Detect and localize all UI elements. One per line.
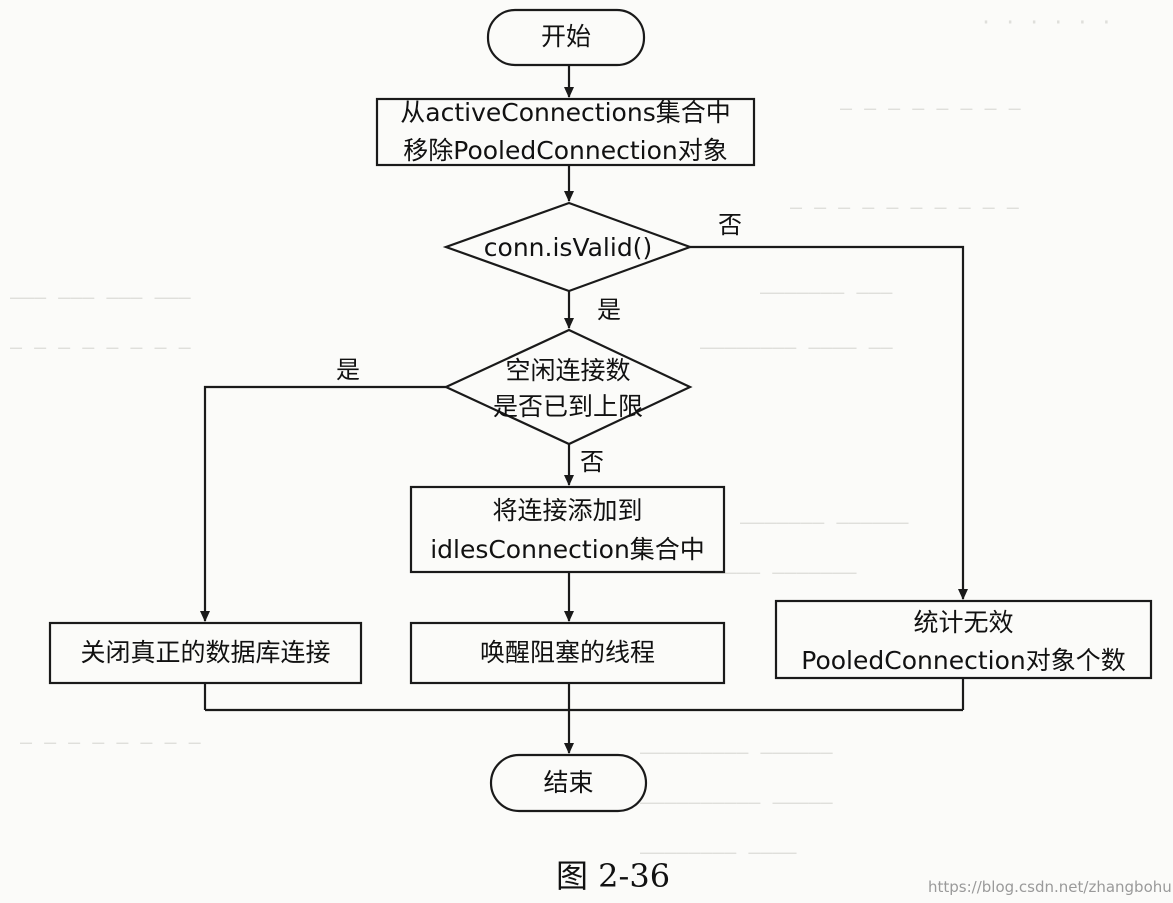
count-invalid-label-line2: PooledConnection对象个数 (801, 646, 1126, 675)
end-label: 结束 (543, 768, 594, 797)
bleed-through-text: ———————— ———— (640, 840, 797, 864)
bleed-through-text: ——————— ——— (760, 280, 893, 304)
idle-limit-label-line2: 是否已到上限 (492, 392, 643, 421)
add-idle-label-line1: 将连接添加到 (492, 496, 643, 525)
close-real-process-shape (48, 621, 363, 685)
add-idle-process-shape (409, 485, 726, 574)
wake-threads-label: 唤醒阻塞的线程 (479, 638, 655, 667)
start-terminal-shape (486, 8, 646, 67)
edge-label-valid-no: 否 (718, 211, 742, 239)
remove-active-label-line1: 从activeConnections集合中 (400, 98, 731, 127)
bleed-through-text: ————— ——————— (700, 560, 857, 584)
edge-label-valid-yes: 是 (597, 296, 621, 324)
remove-active-process-shape (375, 97, 756, 167)
bleed-through-text: — — — — — — — — (20, 730, 201, 754)
count-invalid-label-line1: 统计无效 (913, 608, 1014, 637)
source-watermark: https://blog.csdn.net/zhangbohun (928, 878, 1173, 896)
edge-valid-no (690, 245, 968, 600)
is-valid-label: conn.isValid() (483, 233, 653, 262)
edge-limit-yes (200, 385, 446, 622)
bleed-through-text: ————————— —————— (640, 740, 833, 764)
bleed-through-text: · · · · · · (980, 10, 1113, 34)
bleed-through-text: — — — — — — — — (840, 96, 1021, 120)
remove-active-label-line2: 移除PooledConnection对象 (403, 136, 728, 165)
bleed-through-text: — — — — — — — — (10, 335, 191, 359)
bleed-through-text: ———————— ———— —— (700, 335, 893, 359)
add-idle-label-line2: idlesConnection集合中 (430, 535, 705, 564)
bleed-through-text: ——— ——— ——— ——— (10, 285, 191, 309)
bleed-through-text: —————————— ————— (640, 790, 833, 814)
count-invalid-process-shape (774, 599, 1153, 680)
bleed-through-text: — — — — — — — — — — (790, 195, 1019, 219)
bleed-through-text: ——————— —————— (740, 510, 909, 534)
end-terminal-shape (489, 753, 648, 813)
edge-label-limit-yes: 是 (336, 356, 360, 384)
edge-label-limit-no: 否 (580, 448, 604, 476)
idle-limit-label-line1: 空闲连接数 (505, 356, 631, 385)
figure-caption: 图 2-36 (556, 857, 671, 895)
close-real-label: 关闭真正的数据库连接 (80, 638, 331, 667)
wake-threads-process-shape (409, 621, 726, 685)
start-label: 开始 (540, 22, 591, 51)
